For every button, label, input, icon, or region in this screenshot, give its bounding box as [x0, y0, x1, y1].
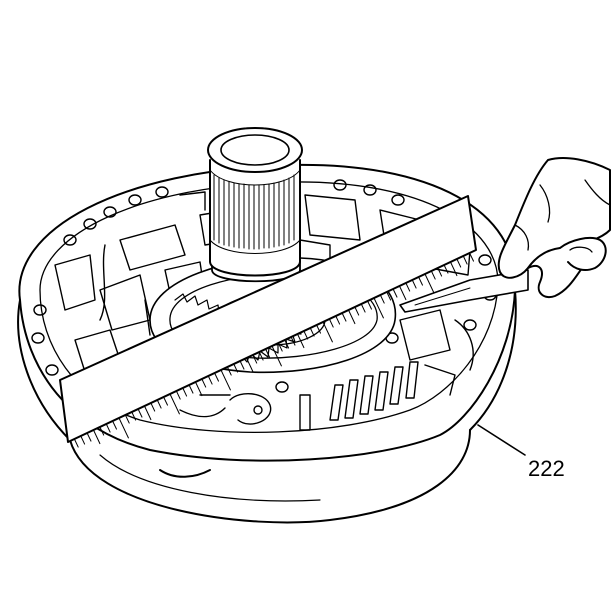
rule-tick: [239, 360, 245, 370]
straightedge: [59, 195, 477, 448]
rule-tick: [290, 336, 296, 346]
rule-tick: [437, 267, 443, 277]
rule-tick: [124, 414, 130, 424]
rule-tick: [399, 285, 407, 301]
rule-tick: [201, 378, 207, 388]
rule-tick: [86, 432, 92, 442]
callout-leader-222: [477, 424, 526, 456]
hand: [497, 157, 611, 299]
rule-tick: [392, 288, 398, 298]
rule-tick: [169, 393, 180, 415]
rule-tick: [105, 423, 111, 433]
rule-tick: [131, 411, 137, 421]
rule-tick: [443, 264, 449, 274]
rule-tick: [450, 261, 458, 277]
rule-tick: [309, 327, 315, 337]
rule-tick: [379, 294, 385, 304]
rule-tick: [469, 252, 474, 262]
rule-tick: [373, 297, 384, 319]
rule-tick: [112, 420, 117, 430]
rule-tick: [188, 384, 194, 394]
rule-tick: [246, 357, 254, 373]
rule-tick: [297, 333, 305, 349]
rule-tick: [386, 291, 392, 301]
rule-tick: [150, 402, 156, 412]
slotted-passages: [299, 361, 419, 431]
rule-tick: [99, 426, 105, 436]
rule-tick: [175, 390, 181, 400]
rule-tick: [341, 312, 347, 322]
rule-tick: [233, 363, 239, 373]
rule-tick: [252, 354, 258, 364]
front-details: [179, 393, 272, 425]
rule-tick: [322, 321, 333, 343]
rule-tick: [335, 315, 341, 325]
rule-tick: [430, 270, 436, 280]
rule-tick: [424, 273, 435, 295]
rule-tick: [303, 330, 309, 340]
rule-tick: [80, 435, 86, 445]
rule-tick: [182, 387, 188, 397]
rule-tick: [418, 276, 423, 286]
rule-tick: [328, 318, 334, 328]
rule-tick: [462, 255, 468, 265]
rule-tick: [73, 438, 79, 448]
rule-tick: [271, 345, 282, 367]
rule-tick: [163, 396, 168, 406]
rule-tick: [405, 282, 411, 292]
rule-tick: [265, 348, 270, 358]
callout-label-222: 222: [528, 456, 565, 481]
rule-tick: [226, 366, 232, 376]
rule-tick: [348, 309, 356, 325]
rule-tick: [156, 399, 162, 409]
rule-tick: [214, 372, 219, 382]
rule-tick: [360, 303, 366, 313]
rule-tick: [411, 279, 417, 289]
rule-tick: [367, 300, 372, 310]
rule-tick: [354, 306, 360, 316]
stator-shaft: [207, 127, 303, 283]
rule-tick: [207, 375, 213, 385]
rule-tick: [258, 351, 264, 361]
rule-tick: [456, 258, 462, 268]
rule-tick: [93, 429, 101, 445]
rule-tick: [118, 417, 129, 439]
feeler-gauge: [399, 269, 529, 313]
rule-tick: [220, 369, 231, 391]
rule-tick: [277, 342, 283, 352]
rule-tick: [316, 324, 321, 334]
rule-tick: [137, 408, 143, 418]
rule-tick: [284, 339, 290, 349]
rule-tick: [144, 405, 152, 421]
rule-tick: [195, 381, 203, 397]
